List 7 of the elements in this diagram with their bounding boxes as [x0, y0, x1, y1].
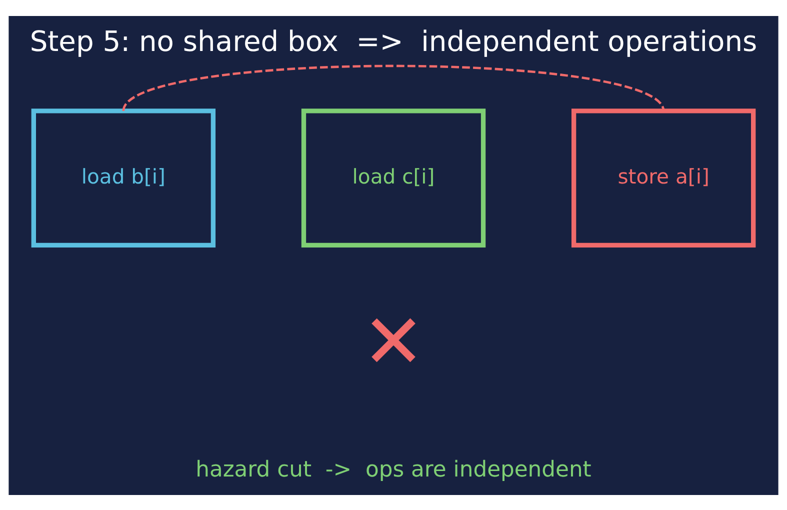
node-box: load c[i] [301, 108, 486, 248]
node-box: load b[i] [31, 108, 216, 248]
node-box: store a[i] [571, 108, 756, 248]
connector [122, 64, 664, 112]
diagram-title: Step 5: no shared box => independent operations [30, 24, 758, 58]
label: ✕ [362, 297, 425, 386]
label: hazard cut -> ops are independent [196, 457, 592, 482]
